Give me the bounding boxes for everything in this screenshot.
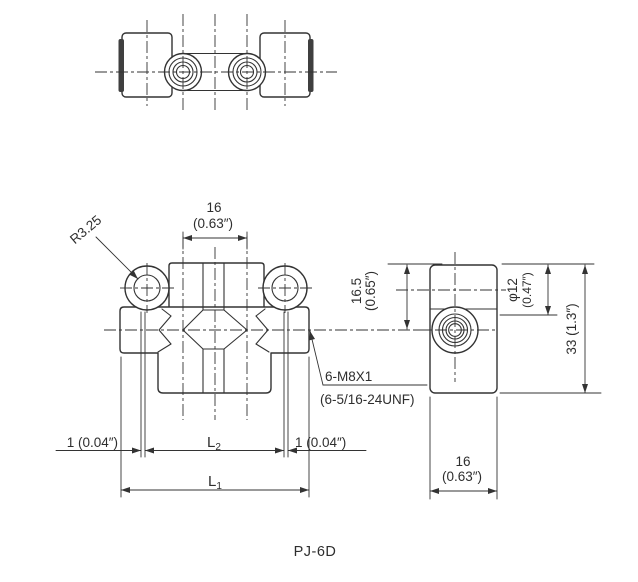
side-width-dim-inch: (0.63″) — [442, 469, 482, 484]
front-height-dim-inch: (0.65″) — [363, 271, 378, 311]
left-port-hex-corner — [158, 315, 172, 345]
front-extension-lines — [120, 231, 443, 498]
front-width-dim-mm: 16 — [206, 200, 221, 215]
front-view — [104, 231, 443, 498]
part-number-label: PJ-6D — [294, 544, 337, 560]
front-internal-details — [157, 262, 270, 394]
side-view-dimensions: φ12 (0.47″) 33 (1.3″) 16 (0.63″) — [429, 263, 602, 500]
radius-callout: R3.25 — [67, 212, 104, 247]
thread-callout-line2: (6-5/16-24UNF) — [320, 392, 415, 407]
side-centerlines — [396, 252, 506, 382]
front-width-dim-inch: (0.63″) — [193, 216, 233, 231]
right-chamfer-edge — [308, 39, 314, 92]
front-body-outline — [119, 306, 310, 394]
front-centerlines — [104, 236, 440, 420]
left-offset-dim: 1 (0.04″) — [67, 435, 118, 450]
left-chamfer-edge — [118, 39, 124, 92]
right-offset-dim: 1 (0.04″) — [295, 435, 346, 450]
l2-dim-label: L2 — [207, 434, 221, 453]
top-view-body — [118, 32, 314, 98]
top-view-centerlines — [95, 14, 337, 112]
side-width-dim-mm: 16 — [455, 454, 470, 469]
front-height-dim-mm: 16.5 — [349, 278, 364, 304]
l1-dim-label: L1 — [208, 473, 222, 492]
side-extension-lines — [429, 263, 602, 500]
top-view — [95, 14, 337, 112]
side-view — [396, 252, 506, 394]
raised-center-section — [168, 262, 265, 307]
overall-height-dim: 33 (1.3″) — [564, 303, 579, 354]
thread-callout-line1: 6-M8X1 — [325, 369, 372, 384]
port-dia-dim: φ12 — [505, 278, 520, 302]
port-dia-dim-inch: (0.47″) — [520, 272, 534, 308]
